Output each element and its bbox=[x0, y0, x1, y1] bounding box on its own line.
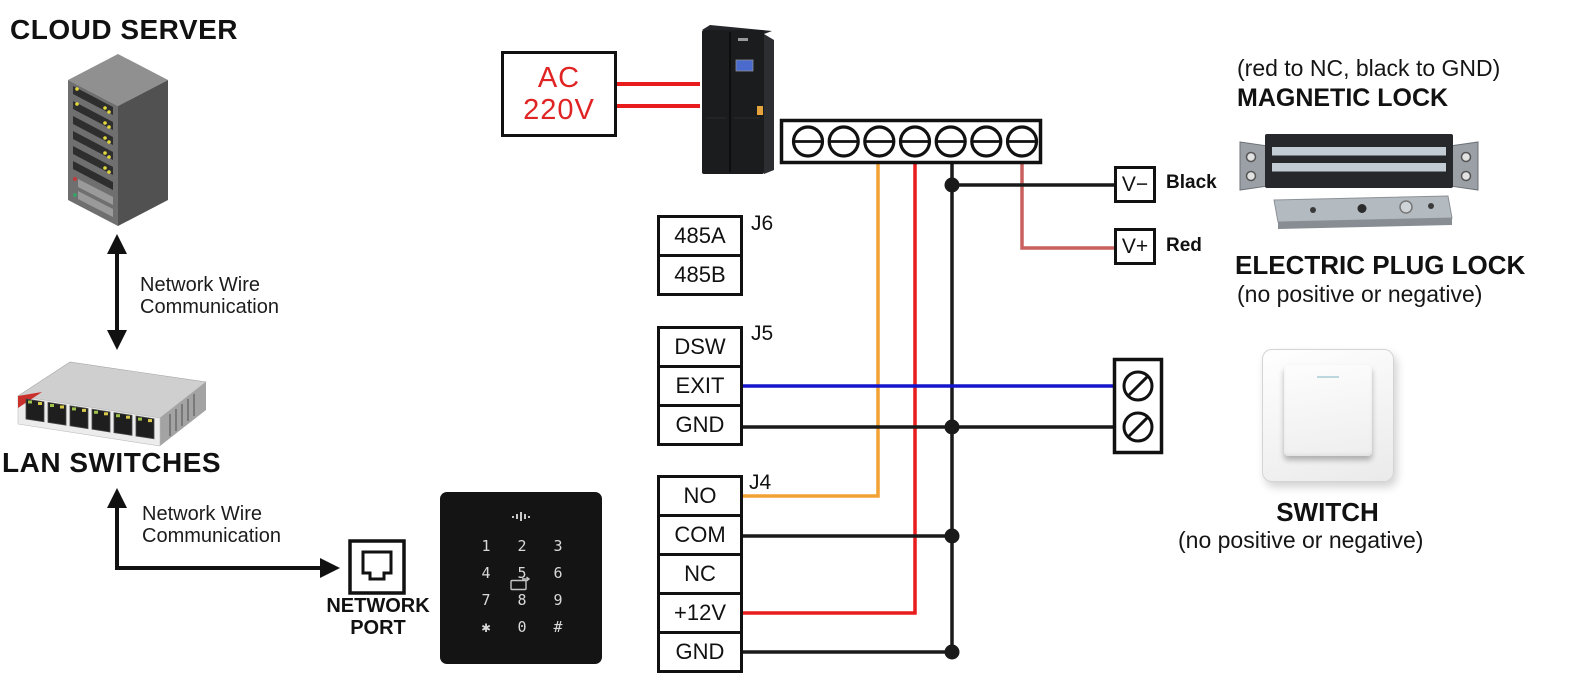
pin-com: COM bbox=[660, 514, 740, 553]
switch-to-port-arrow bbox=[107, 488, 340, 578]
pin-no: NO bbox=[683, 483, 717, 508]
vminus-box: V− bbox=[1114, 166, 1156, 203]
vplus-wire-label: Red bbox=[1166, 235, 1202, 256]
plug-lock-title: ELECTRIC PLUG LOCK bbox=[1235, 250, 1526, 280]
wire-12v-to-plus12v bbox=[741, 160, 917, 615]
plug-lock-note: (no positive or negative) bbox=[1237, 281, 1483, 307]
j4-label: J4 bbox=[749, 471, 772, 494]
ac-220v-box: AC 220V bbox=[501, 51, 617, 137]
magnetic-lock-title: MAGNETIC LOCK bbox=[1237, 84, 1449, 112]
pin-gnd: GND bbox=[660, 404, 740, 443]
switch-terminal-block bbox=[1112, 357, 1164, 455]
key-6: 6 bbox=[553, 563, 563, 582]
key-3: 3 bbox=[553, 536, 563, 555]
magnetic-lock-note: (red to NC, black to GND) bbox=[1237, 55, 1501, 81]
junction-dot bbox=[944, 644, 960, 660]
card-swipe-icon bbox=[510, 576, 531, 591]
magnetic-lock-illustration bbox=[1239, 134, 1479, 229]
junction-dot bbox=[944, 419, 960, 435]
key-2: 2 bbox=[517, 536, 527, 555]
pin-plus12v: +12V bbox=[660, 592, 740, 631]
lan-switch-illustration bbox=[17, 361, 207, 447]
pin-485a: 485A bbox=[674, 223, 726, 248]
vminus-wire-label: Black bbox=[1166, 172, 1217, 193]
vplus-box: V+ bbox=[1114, 228, 1156, 265]
key-4: 4 bbox=[481, 563, 491, 582]
network-comm-label-2: Network Wire Communication bbox=[142, 503, 281, 547]
terminal-screw bbox=[791, 125, 1039, 158]
speaker-icon bbox=[512, 512, 530, 521]
j6-label: J6 bbox=[751, 212, 774, 235]
lan-switches-label: LAN SWITCHES bbox=[2, 447, 222, 478]
key-7: 7 bbox=[481, 590, 491, 609]
terminal-strip bbox=[779, 118, 1043, 165]
junction-dot bbox=[944, 177, 960, 193]
pin-nc: NC bbox=[660, 553, 740, 592]
switch-rocker bbox=[1284, 365, 1372, 456]
server-illustration bbox=[68, 54, 168, 226]
keypad-keys: 1 2 3 4 5 6 7 8 9 ✱ 0 # bbox=[468, 532, 576, 640]
j5-block: DSW EXIT GND bbox=[657, 326, 743, 446]
j5-label: J5 bbox=[751, 322, 774, 345]
key-0: 0 bbox=[517, 617, 527, 636]
terminal-strip-labels: CONT+ CONT- PUSH 12V GND NO NC bbox=[782, 8, 1044, 119]
key-8: 8 bbox=[517, 590, 527, 609]
pin-gnd2: GND bbox=[660, 631, 740, 670]
wire-nc-to-vplus bbox=[1020, 160, 1120, 250]
pin-exit: EXIT bbox=[660, 365, 740, 404]
pin-485b: 485B bbox=[660, 254, 740, 293]
pin-dsw: DSW bbox=[674, 334, 726, 359]
rocker-indicator bbox=[1317, 376, 1339, 378]
key-star: ✱ bbox=[481, 617, 491, 636]
key-1: 1 bbox=[481, 536, 491, 555]
keypad-device: 1 2 3 4 5 6 7 8 9 ✱ 0 # bbox=[440, 492, 602, 664]
junction-dot bbox=[944, 528, 960, 544]
network-comm-label-1: Network Wire Communication bbox=[140, 274, 279, 318]
j4-block: NO COM NC +12V GND bbox=[657, 475, 743, 673]
cloud-server-label: CLOUD SERVER bbox=[10, 14, 238, 45]
key-9: 9 bbox=[553, 590, 563, 609]
network-port-icon bbox=[348, 539, 406, 595]
switch-title: SWITCH bbox=[1276, 497, 1379, 527]
wire-push-to-no bbox=[741, 160, 880, 498]
key-hash: # bbox=[553, 617, 563, 636]
network-port-label: NETWORK PORT bbox=[326, 595, 430, 639]
key-5: 5 bbox=[517, 563, 527, 582]
wall-switch-illustration bbox=[1262, 349, 1394, 482]
switch-note: (no positive or negative) bbox=[1178, 527, 1424, 553]
j6-block: 485A 485B bbox=[657, 215, 743, 296]
power-cabinet-illustration bbox=[702, 25, 774, 174]
